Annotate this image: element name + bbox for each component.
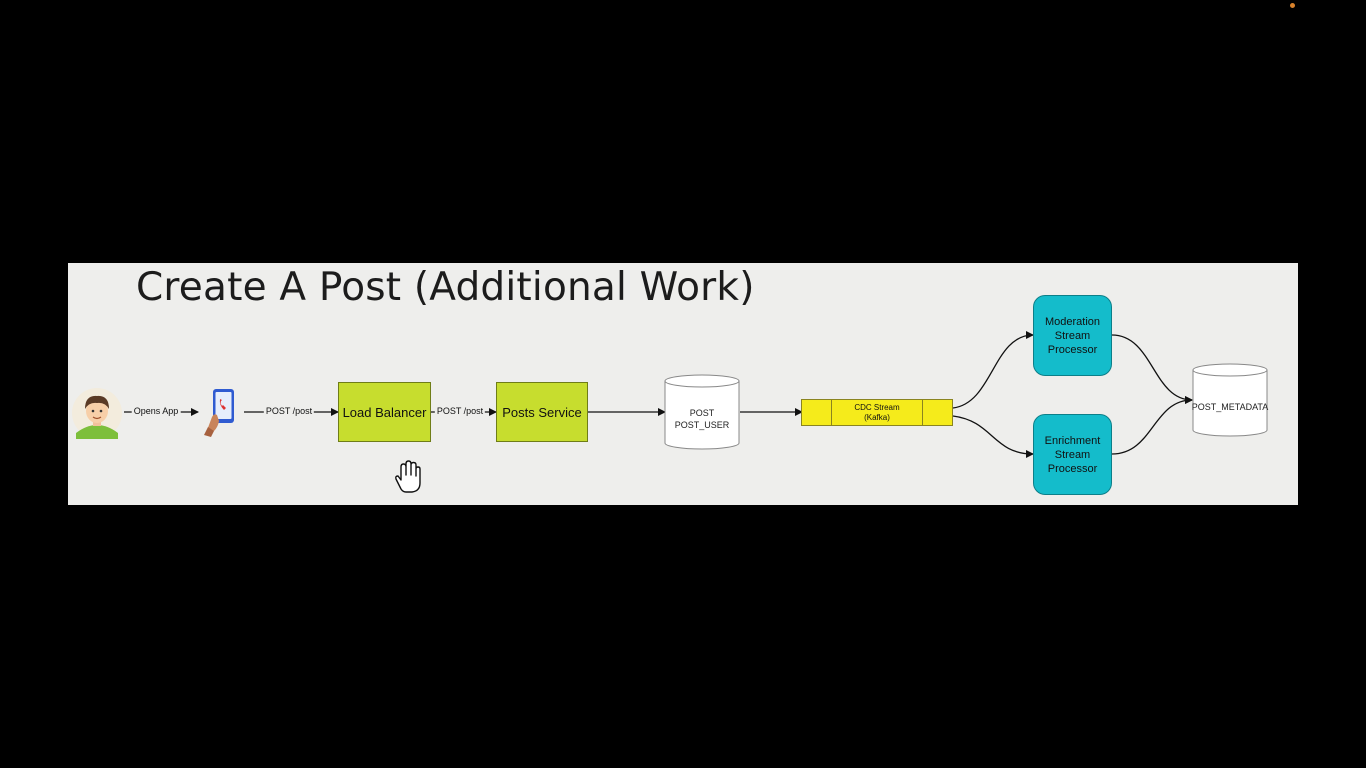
post-metadata-db-label: POST_METADATA (1191, 402, 1269, 412)
cdc-stream-label: CDC Stream (Kafka) (854, 403, 900, 422)
diagram-edges (124, 331, 1268, 458)
load-balancer-box: Load Balancer (338, 382, 431, 442)
cdc-stream-queue: CDC Stream (Kafka) (801, 399, 953, 426)
phone-in-hand-icon (202, 387, 238, 437)
edge-kafka-moderation (952, 331, 1034, 409)
post-db-cylinder (664, 374, 740, 450)
queue-segment-divider (922, 400, 923, 425)
queue-segment-divider (831, 400, 832, 425)
moderation-processor-box: Moderation Stream Processor (1033, 295, 1112, 376)
edge-moderation-metadata (1111, 334, 1193, 404)
edge-label-opens-app: Opens App (131, 406, 181, 416)
post-metadata-db-cylinder (1192, 363, 1268, 437)
edge-enrichment-metadata (1111, 396, 1193, 455)
recording-indicator-dot (1290, 3, 1295, 8)
hand-cursor-icon (390, 459, 426, 495)
enrichment-processor-box: Enrichment Stream Processor (1033, 414, 1112, 495)
slide-title: Create A Post (Additional Work) (136, 265, 755, 310)
user-avatar-icon (71, 387, 123, 439)
slide: Create A Post (Additional Work) (68, 263, 1298, 505)
posts-service-box: Posts Service (496, 382, 588, 442)
edge-label-post-1: POST /post (263, 406, 315, 416)
post-db-label: POST POST_USER (674, 408, 730, 430)
edge-label-post-2: POST /post (434, 406, 486, 416)
edge-kafka-enrichment (952, 415, 1034, 458)
